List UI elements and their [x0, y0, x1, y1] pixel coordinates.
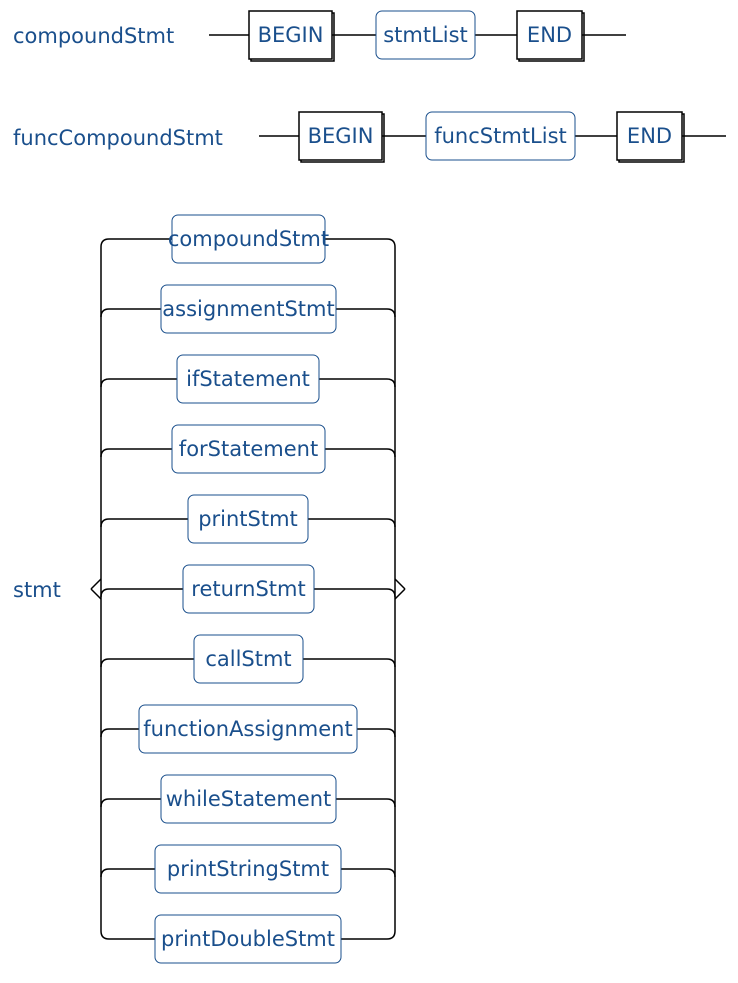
- compoundStmt-stmtList-nonterminal-1: [375, 10, 476, 60]
- choice-curve-left-4: [100, 518, 110, 528]
- stmt-alternative-functionAssignment-label: functionAssignment: [143, 717, 352, 741]
- stmt-alternative-printStmt: [187, 494, 309, 544]
- stmt-alternative-compoundStmt-label: compoundStmt: [168, 227, 329, 251]
- choice-curve-right-6: [386, 658, 396, 668]
- funcCompoundStmt-END-terminal-2-label: END: [627, 124, 672, 148]
- stmt-alternative-printStringStmt: [154, 844, 342, 894]
- choice-exit-notch: [394, 578, 406, 600]
- rule-name-funcCompoundStmt: funcCompoundStmt: [13, 126, 223, 150]
- compoundStmt-stmtList-nonterminal-1-label: stmtList: [383, 23, 468, 47]
- compoundStmt-BEGIN-terminal-0: [248, 10, 333, 60]
- stmt-alternative-functionAssignment: [138, 704, 358, 754]
- compoundStmt-BEGIN-terminal-0-label: BEGIN: [258, 23, 324, 47]
- stmt-alternative-ifStatement: [176, 354, 320, 404]
- stmt-alternative-printStmt-label: printStmt: [198, 507, 298, 531]
- funcCompoundStmt-funcStmtList-nonterminal-1: [425, 111, 576, 161]
- choice-curve-left-5: [100, 588, 110, 598]
- stmt-alternative-printStringStmt-label: printStringStmt: [167, 857, 329, 881]
- stmt-alternative-returnStmt: [182, 564, 315, 614]
- stmt-alternative-assignmentStmt-label: assignmentStmt: [162, 297, 334, 321]
- choice-curve-right-3: [386, 448, 396, 458]
- choice-curve-left-8: [100, 798, 110, 808]
- compoundStmt-END-terminal-2-label: END: [527, 23, 572, 47]
- choice-curve-right-0: [386, 238, 396, 248]
- stmt-alternative-printDoubleStmt: [154, 914, 342, 964]
- funcCompoundStmt-funcStmtList-nonterminal-1-label: funcStmtList: [434, 124, 567, 148]
- choice-curve-right-5: [386, 588, 396, 598]
- stmt-alternative-whileStatement: [160, 774, 337, 824]
- choice-curve-left-10: [100, 930, 110, 940]
- choice-curve-right-9: [386, 868, 396, 878]
- stmt-alternative-whileStatement-label: whileStatement: [166, 787, 332, 811]
- rule-name-stmt: stmt: [13, 578, 61, 602]
- choice-curve-right-8: [386, 798, 396, 808]
- stmt-alternative-forStatement-label: forStatement: [179, 437, 318, 461]
- rule-name-compoundStmt: compoundStmt: [13, 24, 175, 48]
- choice-curve-right-2: [386, 378, 396, 388]
- stmt-alternative-compoundStmt: [171, 214, 326, 264]
- choice-curve-right-4: [386, 518, 396, 528]
- stmt-alternative-assignmentStmt: [160, 284, 337, 334]
- choice-curve-left-2: [100, 378, 110, 388]
- stmt-alternative-printDoubleStmt-label: printDoubleStmt: [161, 927, 335, 951]
- choice-curve-left-1: [100, 308, 110, 318]
- funcCompoundStmt-BEGIN-terminal-0: [298, 111, 383, 161]
- stmt-alternative-callStmt-label: callStmt: [205, 647, 291, 671]
- choice-curve-left-6: [100, 658, 110, 668]
- funcCompoundStmt-END-terminal-2: [616, 111, 683, 161]
- stmt-alternative-forStatement: [171, 424, 326, 474]
- compoundStmt-END-terminal-2: [516, 10, 583, 60]
- stmt-alternative-ifStatement-label: ifStatement: [186, 367, 310, 391]
- choice-curve-right-1: [386, 308, 396, 318]
- choice-entry-notch: [90, 578, 102, 600]
- choice-curve-left-7: [100, 728, 110, 738]
- choice-curve-left-9: [100, 868, 110, 878]
- choice-curve-left-0: [100, 238, 110, 248]
- funcCompoundStmt-BEGIN-terminal-0-label: BEGIN: [308, 124, 374, 148]
- choice-curve-right-7: [386, 728, 396, 738]
- stmt-alternative-returnStmt-label: returnStmt: [191, 577, 305, 601]
- stmt-alternative-callStmt: [193, 634, 304, 684]
- choice-curve-left-3: [100, 448, 110, 458]
- choice-curve-right-10: [386, 930, 396, 940]
